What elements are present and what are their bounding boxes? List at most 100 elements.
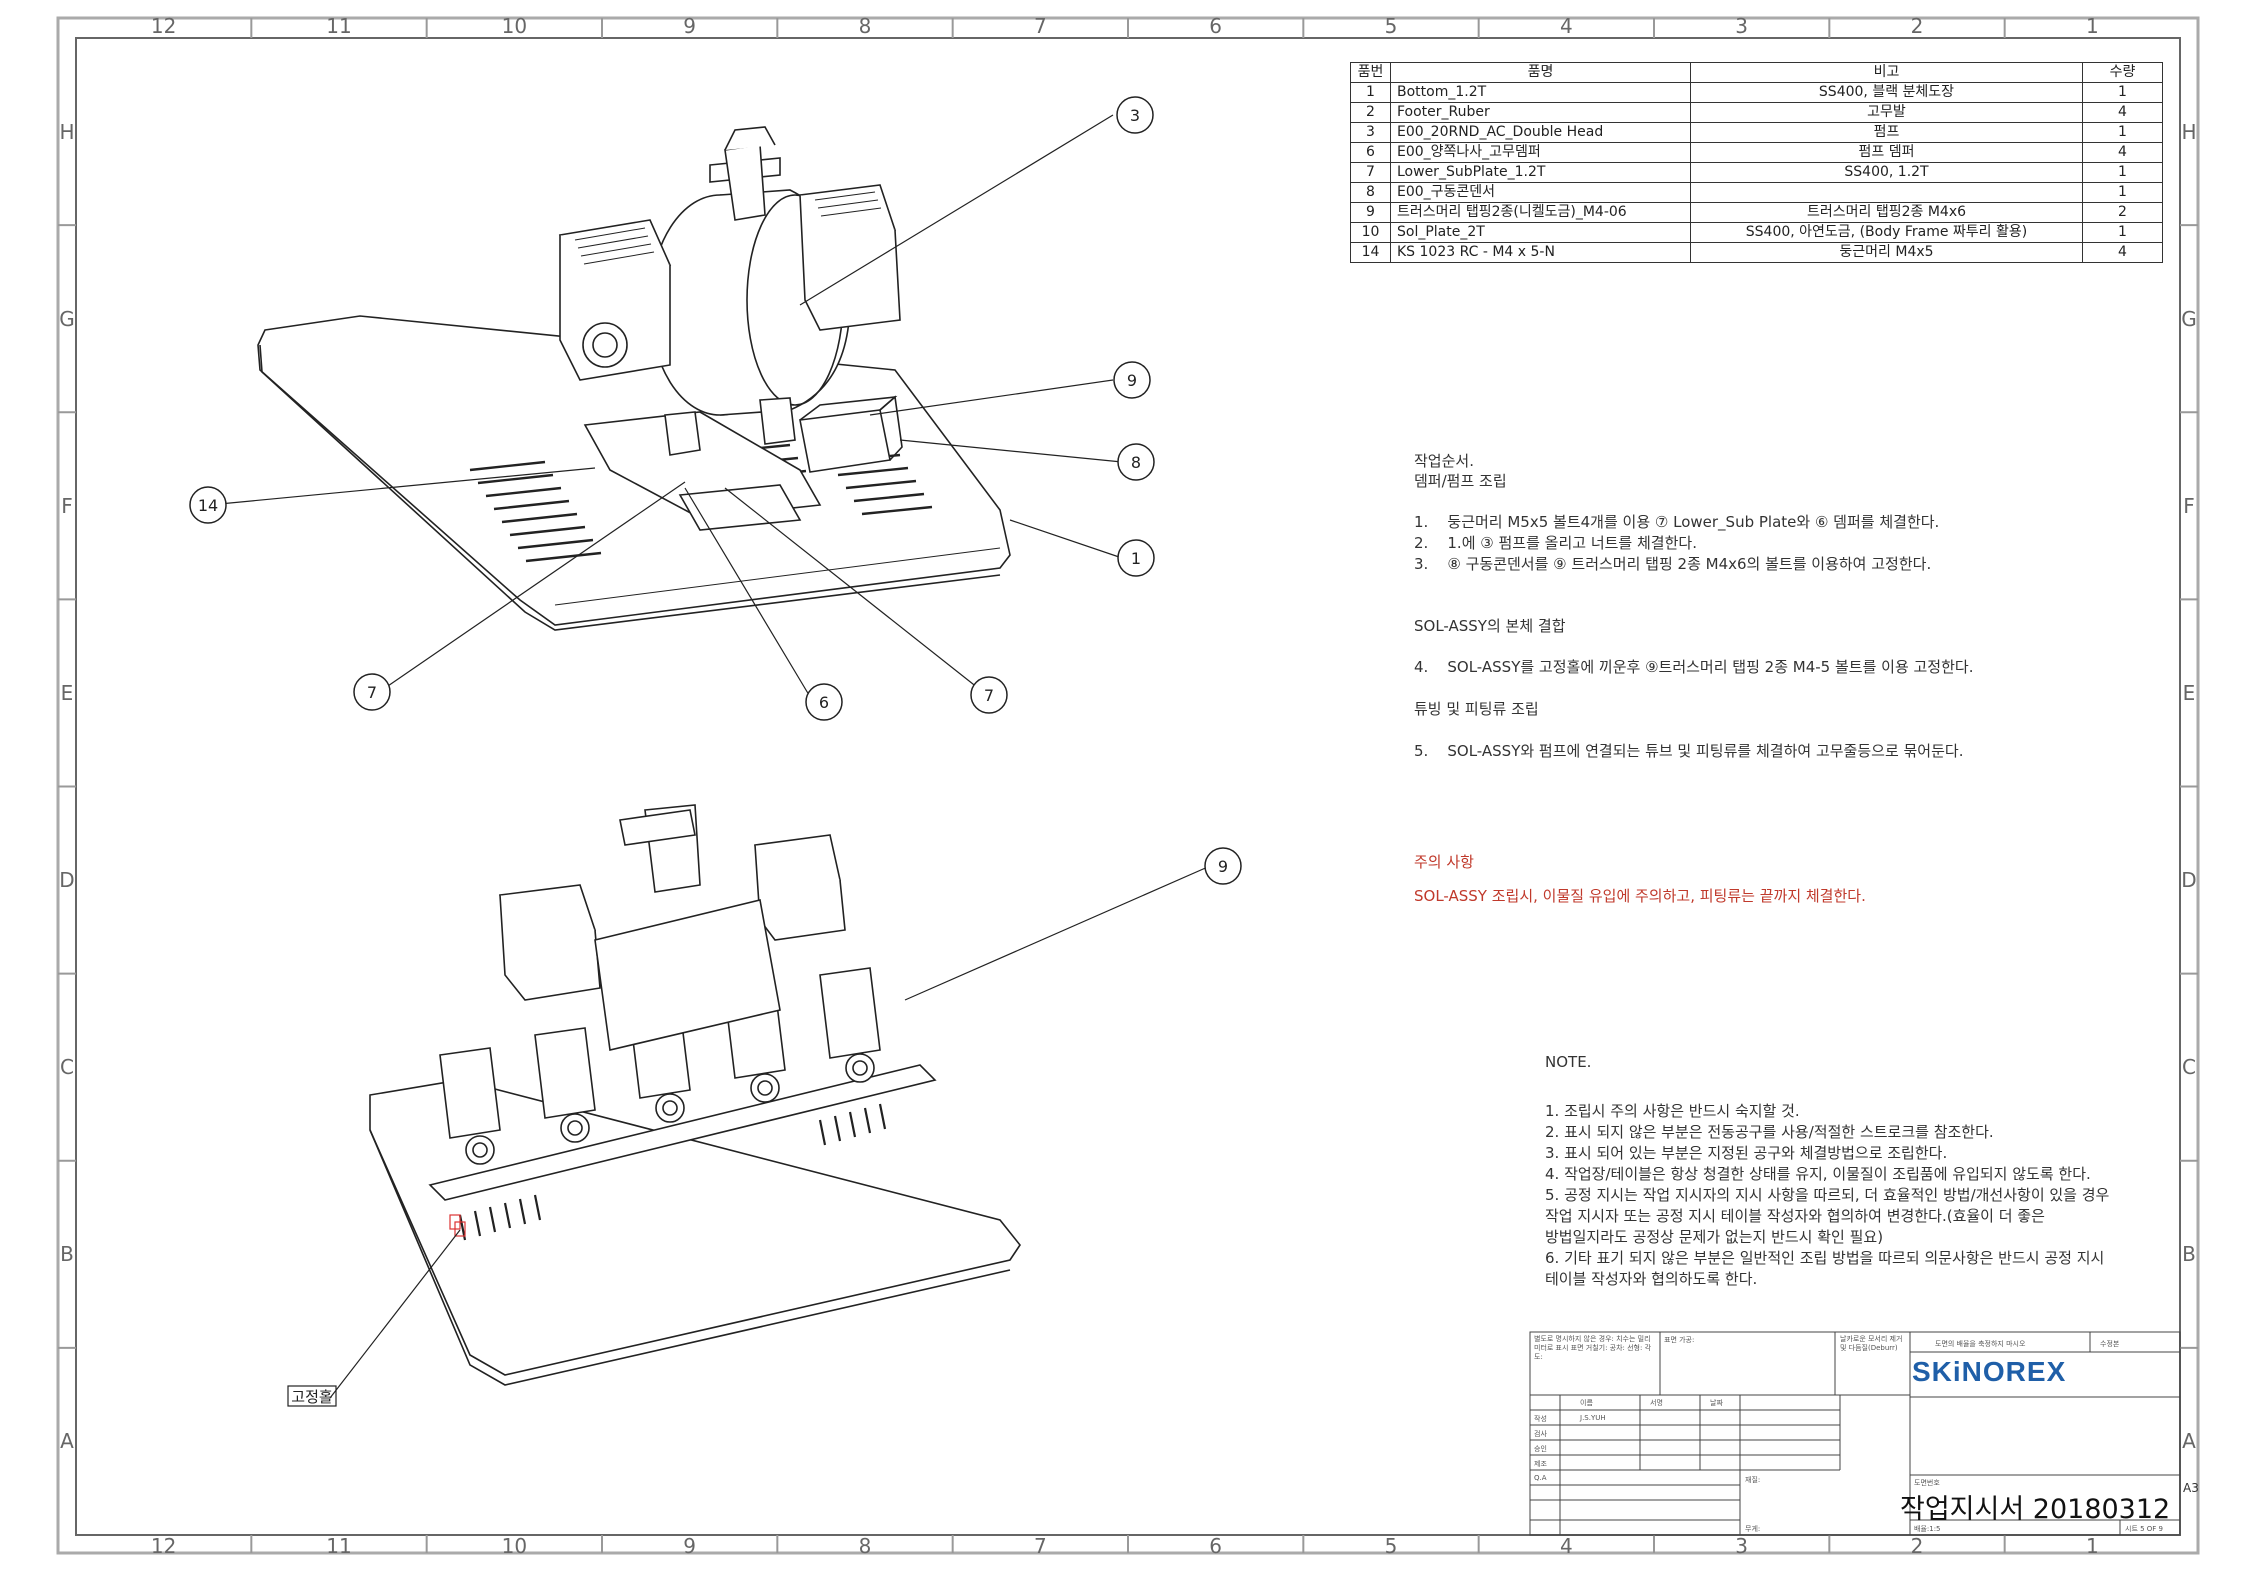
zone-column-label: 12	[150, 14, 177, 38]
bom-cell-qty: 1	[2082, 182, 2163, 203]
note-line: 3. 표시 되어 있는 부분은 지정된 공구와 체결방법으로 조립한다.	[1545, 1144, 1948, 1162]
balloon-3: 3	[1130, 106, 1140, 125]
zone-column-label: 12	[150, 1534, 177, 1558]
zone-row-label: B	[2182, 1242, 2196, 1267]
zone-row-label: C	[60, 1055, 74, 1080]
tb-material: 재질:	[1745, 1476, 1761, 1484]
tb-approval-row-label: 검사	[1534, 1430, 1547, 1438]
zone-row-label: B	[60, 1242, 74, 1267]
bom-header-name: 품명	[1390, 62, 1691, 83]
bom-cell-remark: 둥근머리 M4x5	[1690, 242, 2083, 263]
instructions-section-3: 튜빙 및 피팅류 조립	[1414, 700, 1539, 718]
bom-cell-remark: SS400, 블랙 분체도장	[1690, 82, 2083, 103]
bom-cell-qty: 4	[2082, 102, 2163, 123]
zone-column-label: 5	[1384, 14, 1398, 38]
step-text: ⑧ 구동콘덴서를 ⑨ 트러스머리 탭핑 2종 M4x6의 볼트를 이용하여 고정…	[1447, 555, 1932, 573]
note-title: NOTE.	[1545, 1053, 1592, 1071]
balloon-9: 9	[1218, 857, 1228, 876]
sheet-size: A3	[2183, 1481, 2199, 1495]
note-line: 테이블 작성자와 협의하도록 한다.	[1545, 1270, 1758, 1288]
bom-cell-no: 8	[1350, 182, 1391, 203]
tb-weight: 무게:	[1745, 1525, 1761, 1533]
tb-approval-row-label: 승인	[1534, 1445, 1547, 1453]
instructions-section-2: SOL-ASSY의 본체 결합	[1414, 617, 1566, 635]
fixing-hole-callout: 고정홀	[291, 1388, 332, 1406]
bom-cell-name: Lower_SubPlate_1.2T	[1390, 162, 1691, 183]
zone-column-label: 11	[326, 14, 352, 38]
instructions-title: 작업순서.	[1414, 452, 1474, 470]
zone-column-label: 10	[501, 1534, 528, 1558]
step-number: 5.	[1414, 742, 1429, 760]
zone-row-label: G	[59, 306, 75, 331]
bom-cell-remark: 펌프	[1690, 122, 2083, 143]
drawing-title: 작업지시서 20180312	[1900, 1494, 2171, 1525]
zone-column-label: 3	[1735, 14, 1749, 38]
instruction-step-2: 2. 1.에 ③ 펌프를 올리고 너트를 체결한다.	[1414, 532, 1697, 553]
zone-row-label: E	[60, 680, 74, 705]
step-number: 1.	[1414, 513, 1429, 531]
title-block	[1529, 1331, 2181, 1536]
bom-header-no: 품번	[1350, 62, 1391, 83]
zone-row-label: D	[59, 868, 75, 893]
bom-header-qty: 수량	[2082, 62, 2163, 83]
balloon-6: 6	[819, 693, 829, 712]
bom-cell-name: Footer_Ruber	[1390, 102, 1691, 123]
caution-title: 주의 사항	[1414, 853, 1474, 871]
bom-cell-no: 9	[1350, 202, 1391, 223]
zone-column-label: 8	[858, 14, 872, 38]
tb-sign-col: 서명	[1650, 1399, 1663, 1407]
zone-column-label: 4	[1559, 1534, 1573, 1558]
pump-assembly-view	[208, 114, 1123, 701]
tb-approval-row-label: Q.A	[1534, 1474, 1547, 1482]
step-text: SOL-ASSY와 펌프에 연결되는 튜브 및 피팅류를 체결하여 고무줄등으로…	[1447, 742, 1964, 760]
bom-cell-qty: 1	[2082, 222, 2163, 243]
step-number: 4.	[1414, 658, 1429, 676]
balloon-8: 8	[1131, 453, 1141, 472]
bom-cell-no: 1	[1350, 82, 1391, 103]
bom-cell-no: 2	[1350, 102, 1391, 123]
zone-column-label: 5	[1384, 1534, 1398, 1558]
balloon-1: 1	[1131, 549, 1141, 568]
bom-cell-name: KS 1023 RC - M4 x 5-N	[1390, 242, 1691, 263]
instruction-step-4: 4. SOL-ASSY를 고정홀에 끼운후 ⑨트러스머리 탭핑 2종 M4-5 …	[1414, 656, 1973, 677]
zone-column-label: 11	[326, 1534, 352, 1558]
zone-column-label: 3	[1735, 1534, 1749, 1558]
zone-column-label: 6	[1209, 1534, 1223, 1558]
note-line: 6. 기타 표기 되지 않은 부분은 일반적인 조립 방법을 따르되 의문사항은…	[1545, 1249, 2105, 1267]
sol-assy-view	[329, 804, 1211, 1399]
tb-approval-row-label: 작성	[1534, 1415, 1547, 1423]
bom-header-remark: 비고	[1690, 62, 2083, 83]
note-line: 1. 조립시 주의 사항은 반드시 숙지할 것.	[1545, 1102, 1800, 1120]
zone-column-label: 9	[683, 1534, 697, 1558]
bom-cell-name: E00_구동콘덴서	[1390, 182, 1691, 203]
tb-approval-row-label: 제조	[1534, 1460, 1547, 1468]
bom-cell-remark: 트러스머리 탭핑2종 M4x6	[1690, 202, 2083, 223]
step-text: SOL-ASSY를 고정홀에 끼운후 ⑨트러스머리 탭핑 2종 M4-5 볼트를…	[1447, 658, 1974, 676]
bom-cell-qty: 1	[2082, 82, 2163, 103]
balloons	[189, 96, 1242, 885]
bom-cell-no: 6	[1350, 142, 1391, 163]
zone-row-label: A	[60, 1429, 74, 1454]
zone-row-label: H	[59, 119, 75, 144]
tb-general-note: 별도로 명시하지 않은 경우: 치수는 밀리미터로 표시 표면 거칠기: 공차:…	[1534, 1335, 1652, 1361]
bom-cell-name: Bottom_1.2T	[1390, 82, 1691, 103]
tb-deburr: 날카로운 모서리 제거 및 다듬질(Deburr)	[1840, 1335, 1903, 1352]
note-line: 방법일지라도 공정상 문제가 없는지 반드시 확인 필요)	[1545, 1228, 1884, 1246]
zone-column-label: 7	[1033, 1534, 1047, 1558]
bom-cell-qty: 2	[2082, 202, 2163, 223]
zone-column-label: 7	[1033, 14, 1047, 38]
bom-cell-name: Sol_Plate_2T	[1390, 222, 1691, 243]
balloon-7: 7	[367, 683, 377, 702]
zone-row-label: E	[2182, 680, 2196, 705]
note-line: 5. 공정 지시는 작업 지시자의 지시 사항을 따르되, 더 효율적인 방법/…	[1545, 1186, 2110, 1204]
